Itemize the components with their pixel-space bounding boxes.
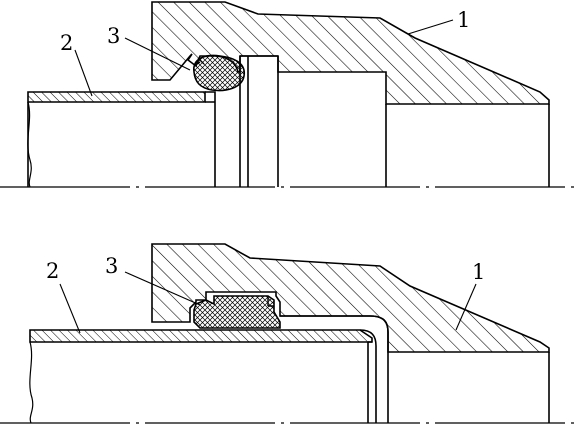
bottom-seal-ring (193, 295, 281, 329)
top-pipe-left-break (27, 101, 32, 188)
top-pipe-wall (27, 91, 206, 103)
bottom-leader-1 (455, 283, 477, 331)
bottom-pipe-left-break (29, 341, 34, 424)
top-socket-bore (385, 104, 550, 187)
bottom-view: 1 2 3 (0, 243, 580, 424)
bottom-label-part1: 1 (472, 260, 485, 284)
top-label-part1: 1 (457, 8, 470, 32)
top-spigot-walls (205, 56, 279, 187)
bottom-label-part2: 2 (46, 259, 59, 283)
bottom-socket-body (151, 243, 550, 353)
top-leader-1 (407, 19, 454, 35)
bottom-pipe-bend (359, 329, 377, 423)
top-view: 1 2 3 (0, 1, 580, 188)
top-leader-2 (74, 49, 93, 97)
top-pipe-body (27, 102, 29, 187)
top-label-part2: 2 (60, 31, 73, 55)
bottom-leader-3 (124, 271, 201, 306)
bottom-label-part3: 3 (105, 254, 118, 278)
bottom-pipe-wall (29, 329, 373, 343)
top-label-part3: 3 (107, 24, 120, 48)
top-seal-lip (193, 57, 205, 67)
bottom-seal-notch (267, 296, 274, 307)
bottom-leader-2 (59, 283, 81, 334)
top-leader-3 (124, 37, 191, 71)
top-seal-ring (193, 54, 245, 92)
